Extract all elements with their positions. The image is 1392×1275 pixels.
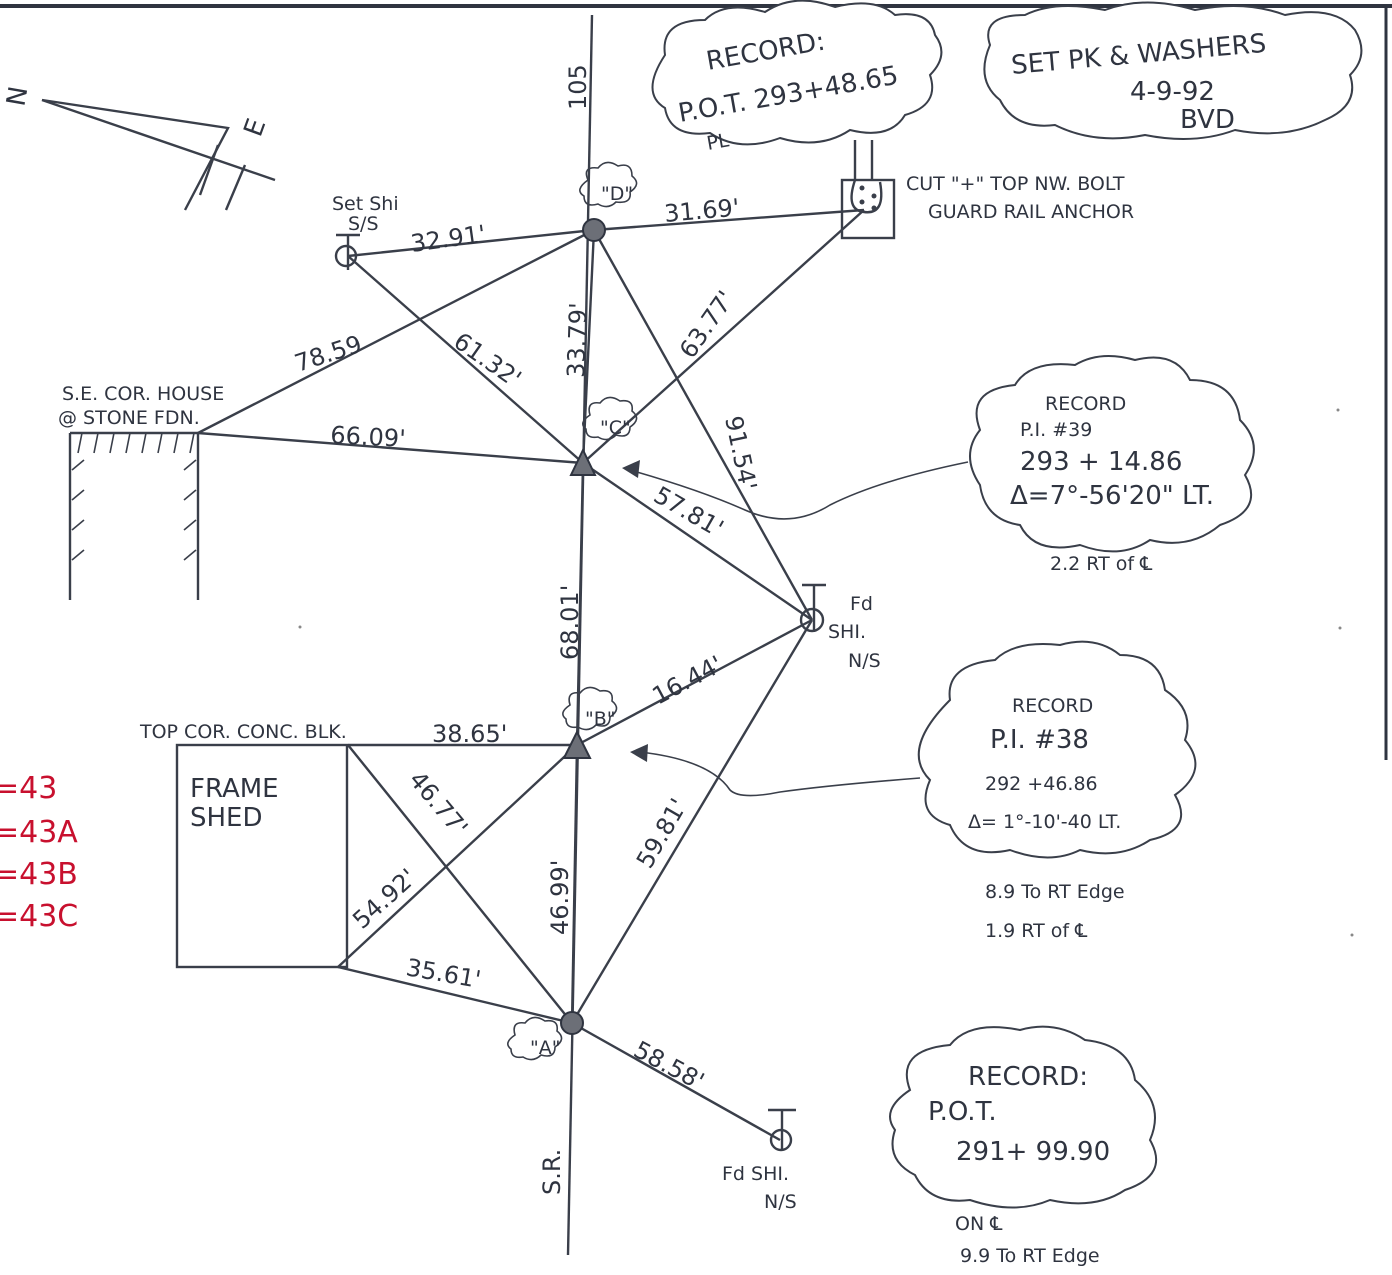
pot-bottom-line3: 291+ 99.90 [956,1137,1110,1167]
pi38-below2: 1.9 RT of ℄ [985,920,1088,942]
meas-c-b: 68.01' [556,585,584,660]
meas-d-shi: 32.91' [409,220,487,258]
point-c-label: "C" [600,417,631,439]
point-a-label: "A" [530,1037,560,1059]
fdshi-bottom-label-2: N/S [764,1191,797,1213]
anchor-label-2: GUARD RAIL ANCHOR [928,201,1134,223]
pi39-line4: Δ=7°-56'20" LT. [1010,481,1214,511]
cloud-set-washers: SET PK & WASHERS 4-9-92 BVD [983,1,1363,140]
fdshi-mid-label-3: N/S [848,650,881,672]
pi38-line2: P.I. #38 [990,725,1089,755]
speck [1350,933,1354,937]
pi39-line3: 293 + 14.86 [1020,447,1182,477]
meas-shed-b: 38.65' [432,720,507,748]
top-conc-label: TOP COR. CONC. BLK. [139,721,347,743]
point-c: "C" [569,396,638,476]
pi39-line1: RECORD [1045,393,1126,415]
pi39-line2: P.I. #39 [1020,419,1092,441]
measurement-labels: 32.91' 31.69' 33.79' 63.77' 61.32' 78.59… [291,194,762,1096]
cloud-record-pi39: RECORD P.I. #39 293 + 14.86 Δ=7°-56'20" … [622,355,1255,575]
cloud-record-pot-top: RECORD: P.O.T. 293+48.65 PL [651,0,943,155]
north-arrow: N E [1,84,276,211]
guard-rail-anchor: CUT "+" TOP NW. BOLT GUARD RAIL ANCHOR [840,140,1134,240]
shed-label-1: FRAME [190,774,279,804]
red-note-3: =43B [0,857,78,892]
meas-d-c: 33.79' [562,302,593,378]
meas-c-fdshi: 57.81' [649,481,728,543]
point-b-label: "B" [585,708,616,730]
cloud-record-pi38: RECORD P.I. #38 292 +46.86 Δ= 1°-10'-40 … [630,640,1197,942]
cloud-record-pot-bottom: RECORD: P.O.T. 291+ 99.90 ON ℄ 9.9 To RT… [889,1025,1158,1267]
meas-shi-c: 61.32' [449,327,527,393]
red-note-1: =43 [0,771,57,806]
pi38-below1: 8.9 To RT Edge [985,881,1125,903]
shed-label-2: SHED [190,803,263,833]
point-d: "D" [579,161,638,242]
point-b: "B" [562,686,618,759]
pot-bottom-line1: RECORD: [968,1062,1088,1092]
pot-top-line3: PL [705,129,731,155]
measurement-lines [197,208,865,1142]
house-label-1: S.E. COR. HOUSE [62,383,224,405]
red-note-4: =43C [0,899,78,934]
meas-shed-a: 46.77' [403,766,473,842]
set-shi-label-1: Set Shi [332,193,399,215]
set-shi-monument: Set Shi S/S [332,193,399,270]
fdshi-mid-label-1: Fd [850,593,873,615]
pi38-line4: Δ= 1°-10'-40 LT. [968,811,1121,833]
fdshi-bottom-label-1: Fd SHI. [722,1163,789,1185]
meas-shedbottom-a: 35.61' [404,953,483,994]
east-label: E [238,115,272,141]
pi38-line3: 292 +46.86 [985,773,1098,795]
washers-line2: 4-9-92 [1130,77,1215,107]
meas-d-anchor: 31.69' [663,194,740,228]
meas-a-fdshi: 58.58' [629,1036,709,1096]
point-a: "A" [507,1011,584,1061]
speck [1338,626,1342,630]
road-top-label: 105 [564,64,592,110]
north-label: N [1,84,34,108]
meas-b-a: 46.99' [546,860,574,935]
fd-shi-monument-bottom: Fd SHI. N/S [722,1108,797,1213]
frame-shed: FRAME SHED TOP COR. CONC. BLK. [139,721,349,969]
pi39-below: 2.2 RT of ℄ [1050,553,1153,575]
pot-bottom-below1: ON ℄ [955,1213,1003,1235]
pot-bottom-line2: P.O.T. [928,1097,997,1127]
set-shi-label-2: S/S [348,213,379,235]
fdshi-mid-label-2: SHI. [828,621,866,643]
meas-house-c: 66.09' [330,421,407,453]
speck [1336,408,1340,412]
point-d-label: "D" [601,183,633,205]
road-bottom-label: S.R. [538,1149,566,1195]
house-label-2: @ STONE FDN. [58,407,200,429]
pot-bottom-below2: 9.9 To RT Edge [960,1245,1100,1267]
meas-house-d: 78.59 [291,330,365,378]
red-note-2: =43A [0,815,78,850]
meas-d-fdshi: 91.54' [719,413,762,492]
meas-b-fdshi: 16.44' [648,650,728,710]
fd-shi-monument-mid: Fd SHI. N/S [799,583,881,672]
speck [298,625,302,629]
house-foundation: S.E. COR. HOUSE @ STONE FDN. [58,383,224,600]
washers-line3: BVD [1180,105,1235,135]
red-margin-notes: =43 =43A =43B =43C [0,771,78,934]
pi38-line1: RECORD [1012,695,1093,717]
anchor-label-1: CUT "+" TOP NW. BOLT [906,173,1125,195]
